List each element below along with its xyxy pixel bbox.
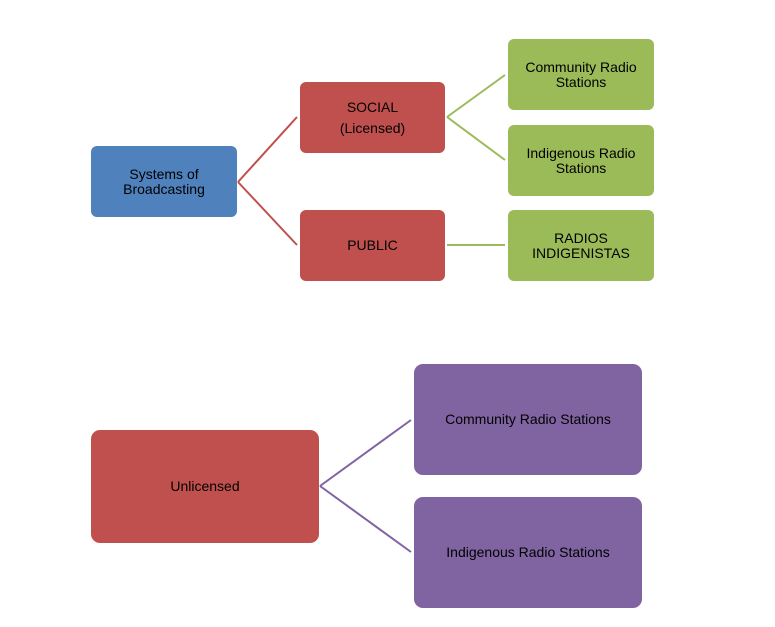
- connector-social-to-indigenous: [446, 116, 506, 161]
- node-unlicensed: Unlicensed: [91, 430, 319, 543]
- connector-unlicensed-to-community: [319, 419, 412, 487]
- node-unlicensed-indigenous-radio-stations: Indigenous Radio Stations: [414, 497, 642, 608]
- node-label: Indigenous Radio Stations: [526, 144, 636, 176]
- node-label: RADIOS INDIGENISTAS: [532, 229, 630, 261]
- node-community-radio-stations: Community Radio Stations: [508, 39, 654, 110]
- node-social: SOCIAL (Licensed): [300, 82, 445, 153]
- node-systems-of-broadcasting: Systems of Broadcasting: [91, 146, 237, 217]
- connector-social-to-community: [446, 74, 506, 118]
- node-label: Indigenous Radio Stations: [446, 544, 610, 560]
- node-public: PUBLIC: [300, 210, 445, 281]
- connector-root-to-social: [237, 116, 298, 183]
- node-indigenous-radio-stations: Indigenous Radio Stations: [508, 125, 654, 196]
- node-label: Community Radio Stations: [525, 58, 637, 90]
- node-sublabel: (Licensed): [339, 119, 406, 136]
- connector-root-to-public: [237, 181, 298, 246]
- node-radios-indigenistas: RADIOS INDIGENISTAS: [508, 210, 654, 281]
- node-label: Unlicensed: [170, 478, 240, 494]
- node-label: Community Radio Stations: [445, 411, 611, 427]
- connector-unlicensed-to-indigenous: [319, 485, 412, 553]
- node-label: SOCIAL: [346, 98, 399, 115]
- node-label: PUBLIC: [347, 237, 398, 253]
- node-unlicensed-community-radio-stations: Community Radio Stations: [414, 364, 642, 475]
- node-label: Systems of Broadcasting: [123, 165, 205, 197]
